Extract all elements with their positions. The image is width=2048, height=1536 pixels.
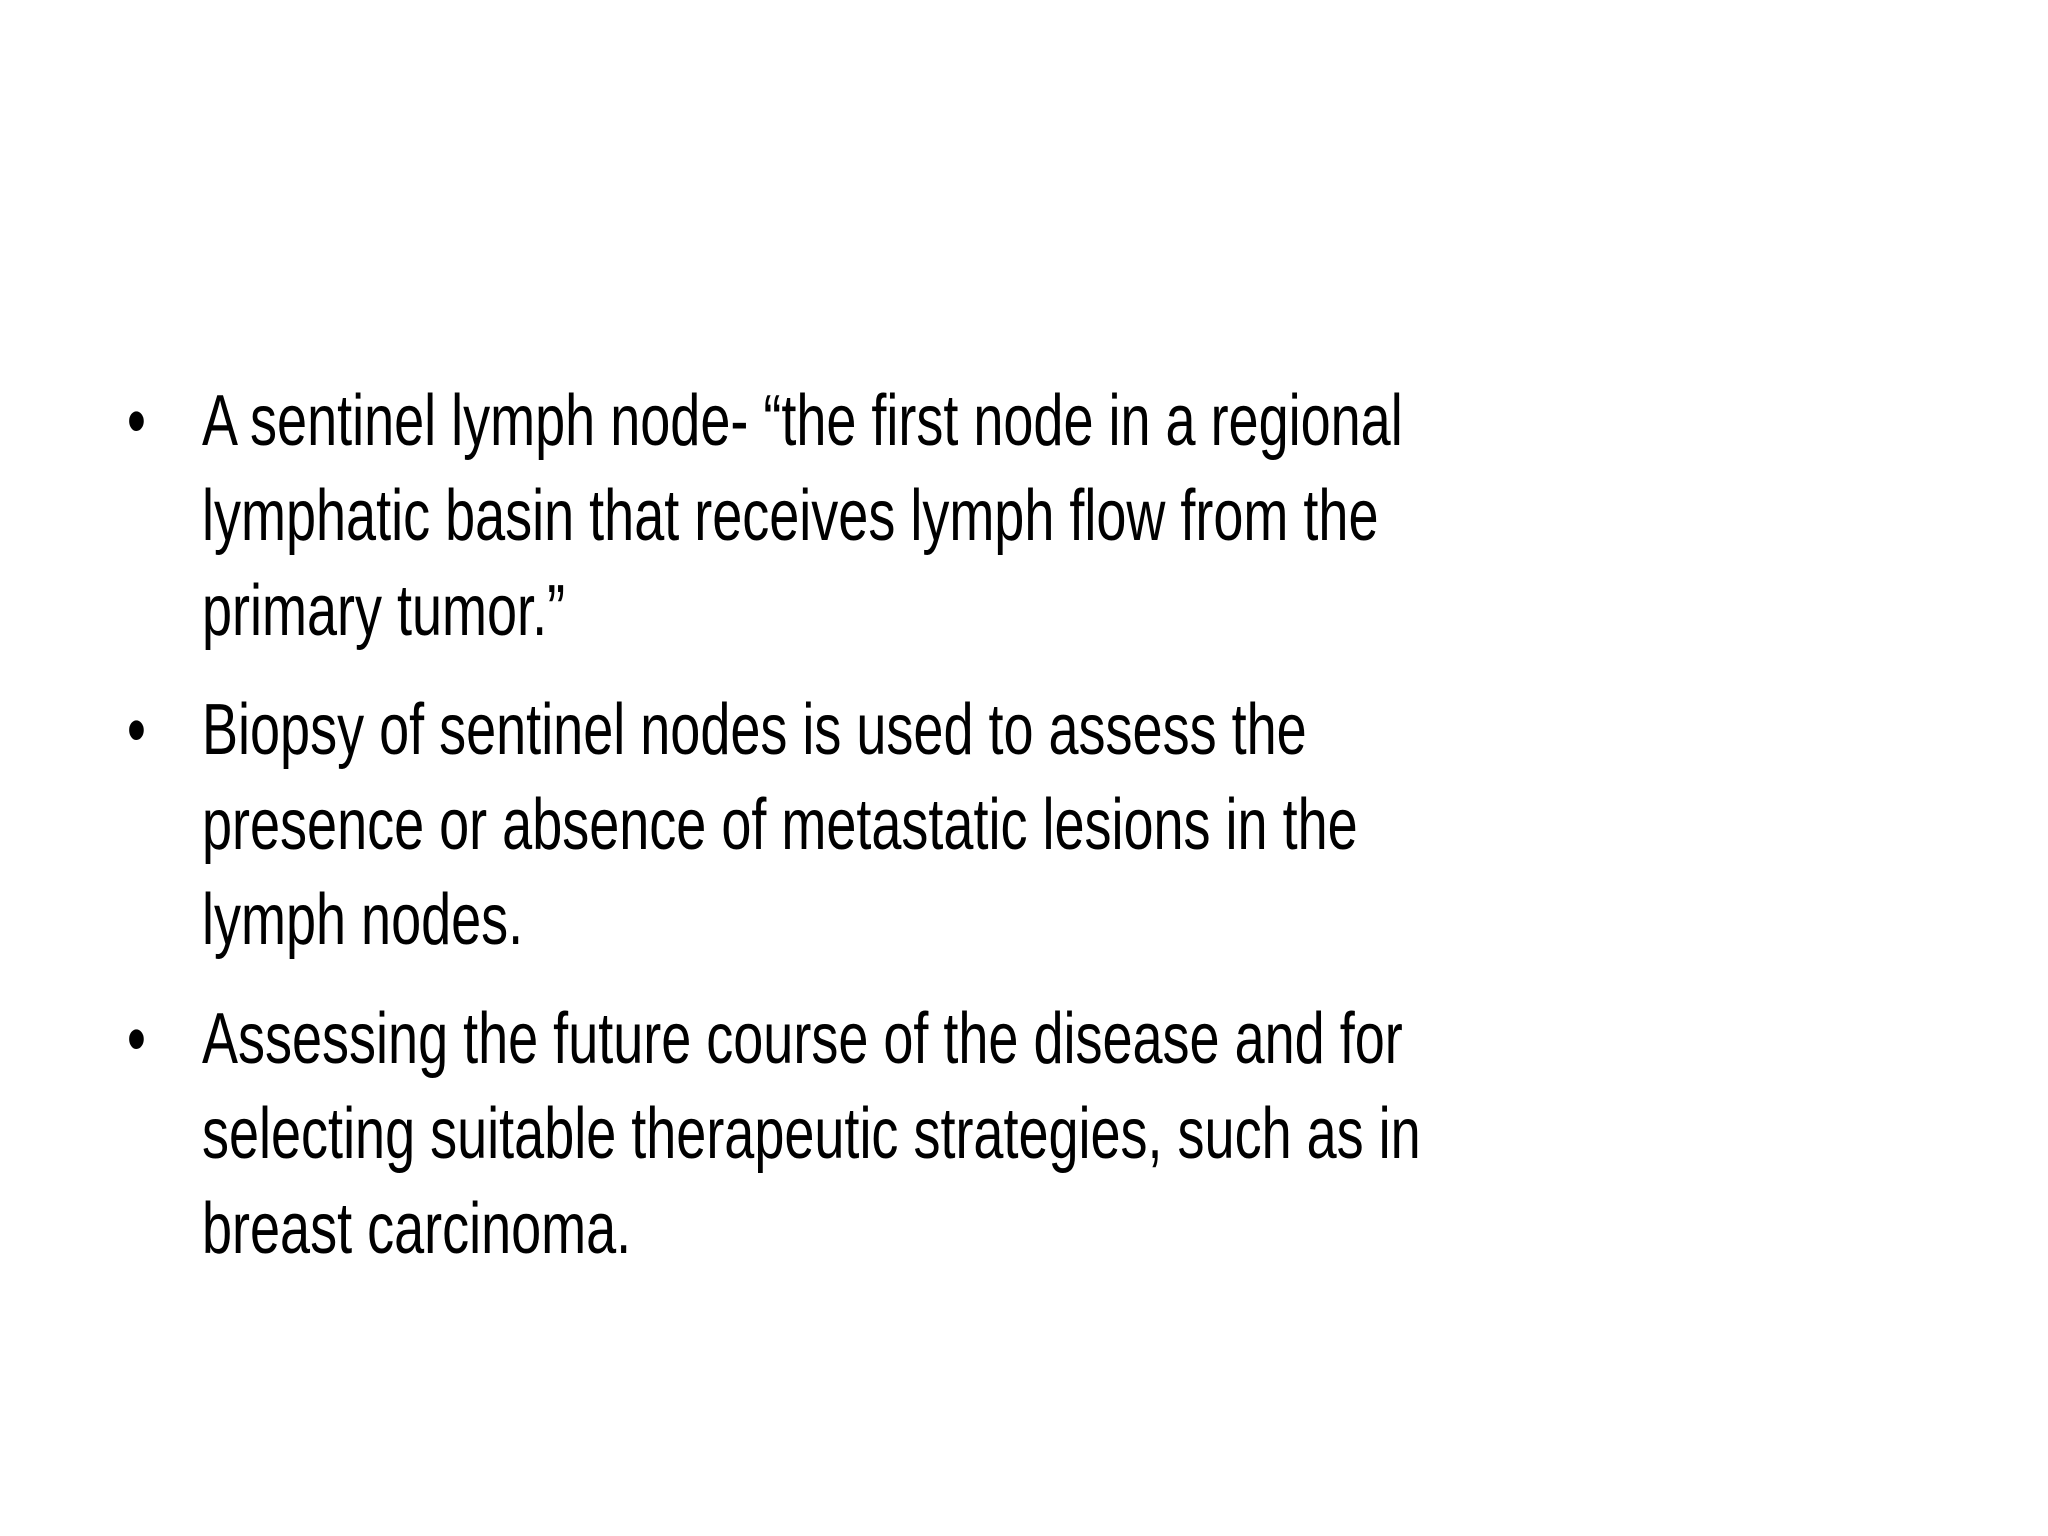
bullet-text-line: A sentinel lymph node- “the first node i…	[202, 381, 1403, 461]
bullet-text-line: Assessing the future course of the disea…	[202, 999, 1403, 1079]
bullet-item: • Biopsy of sentinel nodes is used to as…	[127, 683, 1447, 968]
bullet-marker: •	[127, 381, 146, 461]
bullet-item: • A sentinel lymph node- “the first node…	[127, 374, 1447, 659]
bullet-text-line: presence or absence of metastatic lesion…	[202, 785, 1358, 865]
bullet-marker: •	[127, 999, 146, 1079]
bullet-text-line: primary tumor.”	[202, 571, 566, 651]
slide-body-text: • A sentinel lymph node- “the first node…	[127, 374, 1447, 1277]
bullet-text-line: lymph nodes.	[202, 880, 524, 960]
bullet-text-line: selecting suitable therapeutic strategie…	[202, 1094, 1421, 1174]
bullet-text-line: lymphatic basin that receives lymph flow…	[202, 476, 1379, 556]
bullet-text-line: Biopsy of sentinel nodes is used to asse…	[202, 690, 1307, 770]
bullet-marker: •	[127, 690, 146, 770]
bullet-text-line: breast carcinoma.	[202, 1189, 632, 1269]
bullet-item: • Assessing the future course of the dis…	[127, 992, 1447, 1277]
